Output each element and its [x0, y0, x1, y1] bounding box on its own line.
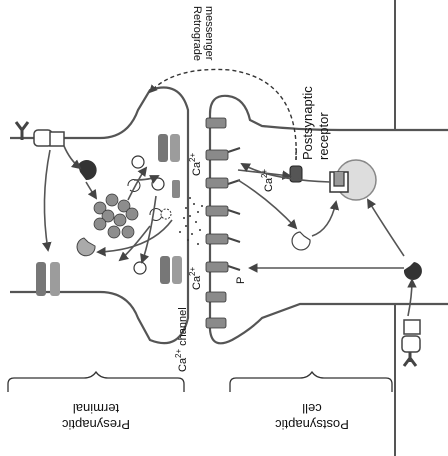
presynaptic-label-line2: terminal — [73, 401, 119, 416]
postsynaptic-receptor-label-line2: receptor — [316, 112, 331, 160]
neurotransmitter-dots — [179, 197, 203, 245]
postsynaptic-label-line1: Postsynaptic — [275, 417, 349, 432]
presynaptic-autoreceptor-top — [16, 122, 64, 146]
vesicle-cluster — [94, 194, 138, 238]
presynaptic-label-line1: Presynaptic — [62, 417, 130, 432]
g-protein-top — [78, 160, 97, 180]
ca-label-post: Ca2+ — [260, 168, 275, 192]
postsynaptic-receptor — [330, 160, 376, 200]
postsynaptic-label-line2: cell — [302, 401, 322, 416]
presynaptic-ca-channel-lower — [160, 256, 182, 284]
retrograde-label-line2: messenger — [203, 6, 215, 61]
release-vesicle — [161, 209, 171, 219]
enzyme-light — [77, 238, 95, 256]
postsynaptic-enzyme — [292, 232, 310, 250]
postsynaptic-receptor-tails — [228, 148, 240, 270]
phospho-label: P — [235, 277, 247, 284]
retrograde-label-line1: Retrograde — [191, 6, 203, 61]
postsynaptic-autoreceptor-bottom — [402, 320, 420, 366]
postsynaptic-receptor-label-line1: Postsynaptic — [300, 86, 315, 160]
presynaptic-ca-channel-mid — [172, 180, 180, 198]
ca-channel-label: Ca2+channel — [174, 307, 189, 372]
ca-label-lower: Ca2+ — [188, 266, 203, 290]
ca-label-upper: Ca2+ — [188, 152, 203, 176]
presynaptic-brace — [8, 372, 184, 392]
g-protein-right — [404, 262, 422, 280]
postsynaptic-brace — [230, 372, 392, 392]
presynaptic-ca-channel-upper — [158, 134, 180, 162]
